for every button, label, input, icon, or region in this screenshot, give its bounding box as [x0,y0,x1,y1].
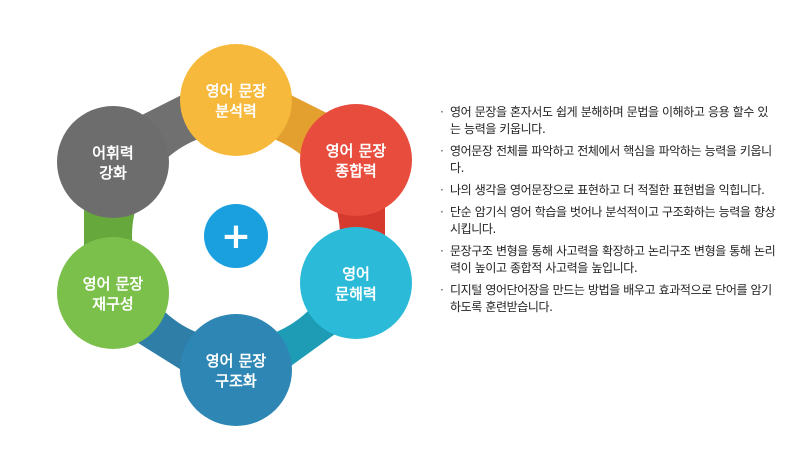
node-label-line: 강화 [99,164,127,182]
description-item: · 단순 암기식 영어 학습을 벗어나 분석적이고 구조화하는 능력을 향상시킵니… [438,204,778,238]
bullet-dot-icon: · [440,183,444,197]
description-list: · 영어 문장을 혼자서도 쉽게 분해하며 문법을 이해하고 응용 할수 있는 능… [438,104,778,321]
node-label-line: 구조화 [215,372,257,390]
bullet-dot-icon: · [440,105,444,119]
node-circle [180,314,292,426]
node-label-line: 영어 문장 [326,142,387,160]
description-item: · 영어문장 전체를 파악하고 전체에서 핵심을 파악하는 능력을 키웁니다. [438,143,778,177]
description-text: 영어문장 전체를 파악하고 전체에서 핵심을 파악하는 능력을 키웁니다. [450,144,772,175]
description-text: 나의 생각을 영어문장으로 표현하고 더 적절한 표현법을 익힙니다. [450,183,765,197]
node-label-line: 영어 문장 [206,352,267,370]
center-circle [204,204,268,268]
description-item: · 문장구조 변형을 통해 사고력을 확장하고 논리구조 변형을 통해 논리력이 … [438,243,778,277]
center-plus-icon: + [204,204,268,268]
description-item: · 디지털 영어단어장을 만드는 방법을 배우고 효과적으로 단어를 암기하도록 … [438,282,778,316]
node-circle [300,104,412,216]
node-label-line: 영어 문장 [83,275,144,293]
bullet-dot-icon: · [440,244,444,258]
node-circle [57,106,169,218]
description-text: 영어 문장을 혼자서도 쉽게 분해하며 문법을 이해하고 응용 할수 있는 능력… [450,105,769,136]
node-label-line: 영어 [342,265,370,283]
description-text: 단순 암기식 영어 학습을 벗어나 분석적이고 구조화하는 능력을 향상시킵니다… [450,205,776,236]
description-item: · 영어 문장을 혼자서도 쉽게 분해하며 문법을 이해하고 응용 할수 있는 능… [438,104,778,138]
description-text: 디지털 영어단어장을 만드는 방법을 배우고 효과적으로 단어를 암기하도록 훈… [450,283,772,314]
description-text: 문장구조 변형을 통해 사고력을 확장하고 논리구조 변형을 통해 논리력이 높… [450,244,776,275]
bullet-dot-icon: · [440,283,444,297]
node-circle [57,237,169,349]
bullet-dot-icon: · [440,144,444,158]
node-label-line: 종합력 [335,162,376,180]
node-circle [180,44,292,156]
description-item: · 나의 생각을 영어문장으로 표현하고 더 적절한 표현법을 익힙니다. [438,182,778,199]
node-circle [300,227,412,339]
node-label-line: 어휘력 [92,144,133,162]
center-plus-symbol: + [221,216,251,257]
node-label-line: 재구성 [92,295,133,313]
node-label-line: 영어 문장 [206,82,267,100]
node-label-line: 분석력 [215,102,256,120]
bullet-dot-icon: · [440,205,444,219]
node-label-line: 문해력 [335,285,376,303]
